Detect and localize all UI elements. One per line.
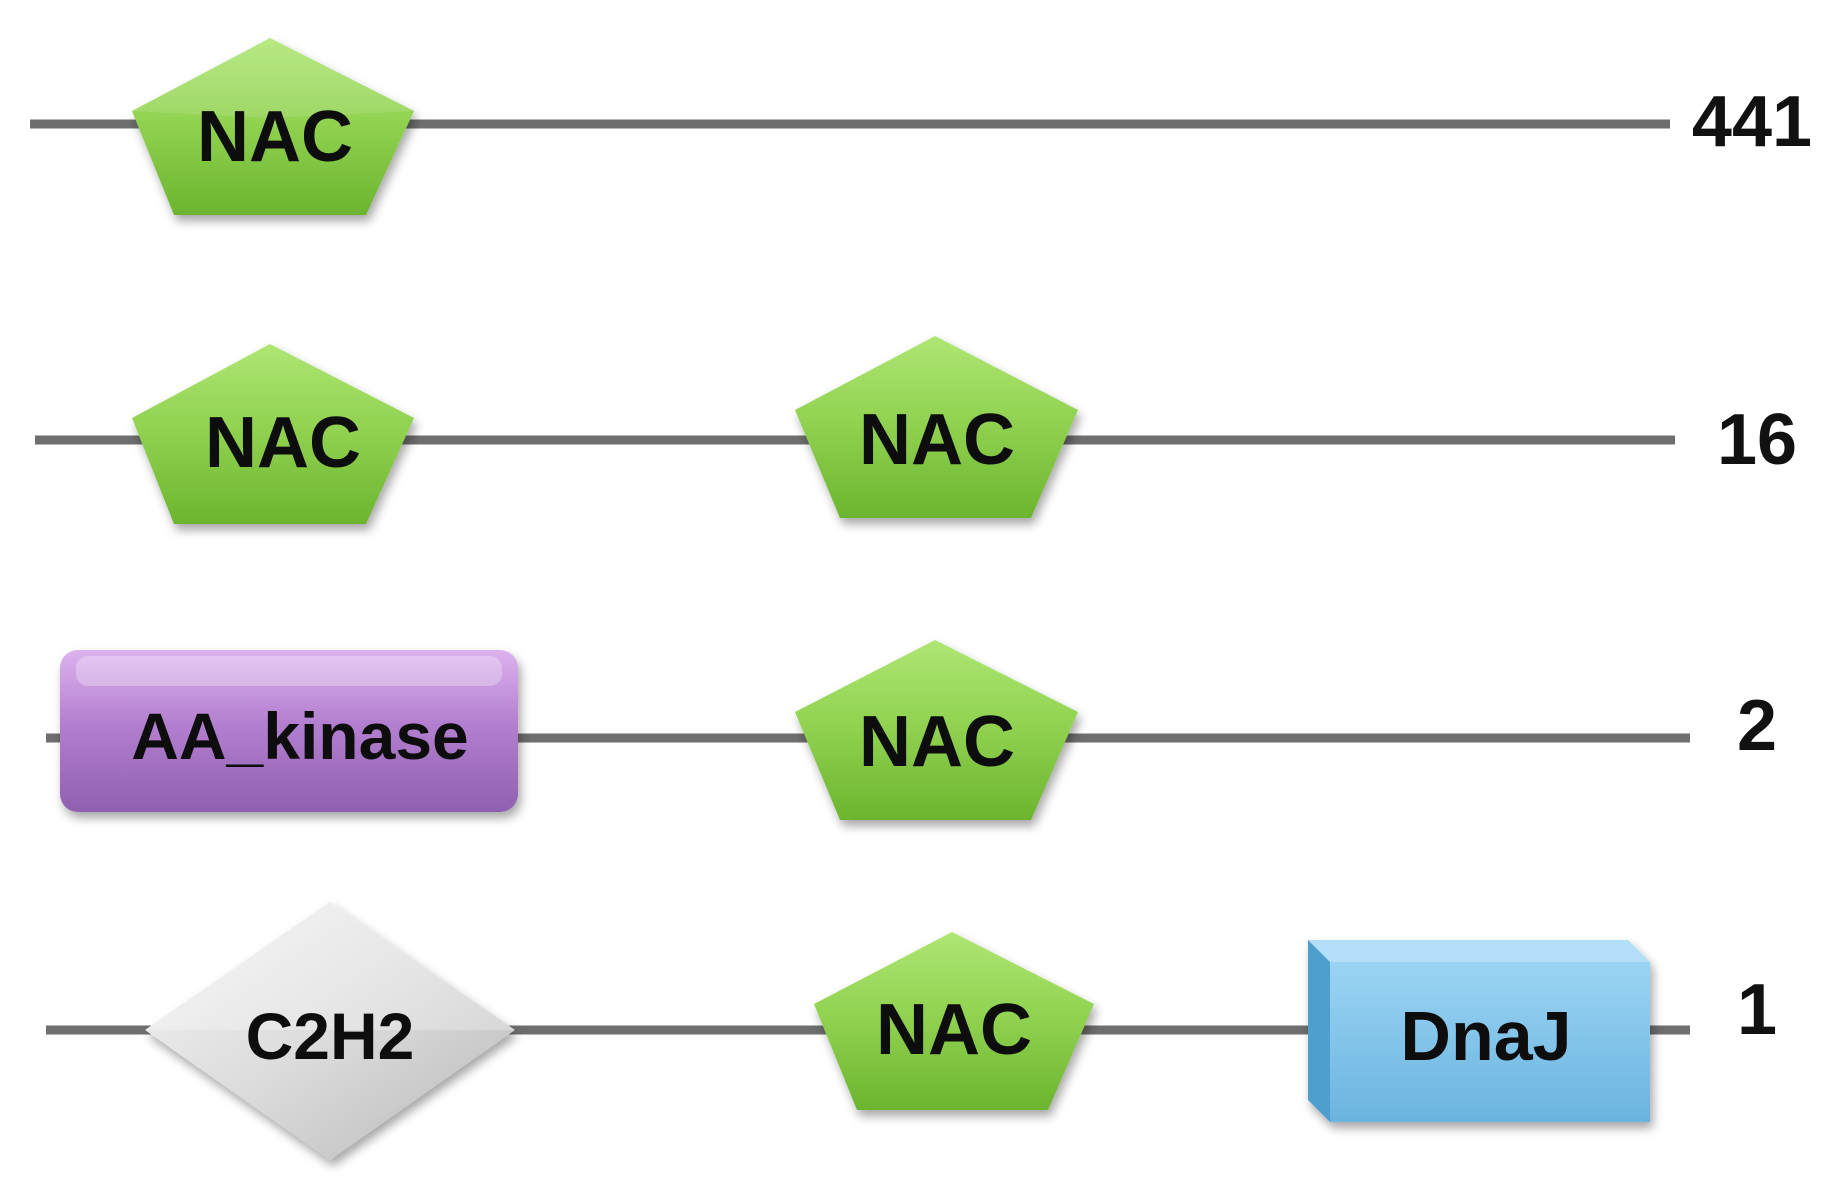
nac-domain-label: NAC [205,403,361,483]
dnaj-domain: DnaJ [1308,940,1650,1122]
architecture-row-2: NAC NAC 16 [35,336,1797,524]
architecture-row-3: AA_kinase NAC 2 [46,640,1777,820]
c2h2-domain-label: C2H2 [246,999,415,1073]
sequence-count: 2 [1737,686,1777,766]
nac-domain-label: NAC [859,702,1015,782]
architecture-row-1: NAC 441 [30,38,1812,215]
dnaj-domain-label: DnaJ [1400,997,1571,1075]
nac-domain-label: NAC [197,97,353,177]
sequence-count: 1 [1737,970,1777,1050]
architecture-row-4: C2H2 NAC DnaJ 1 [46,902,1777,1160]
aa-kinase-domain-label: AA_kinase [131,699,469,773]
nac-domain: NAC [795,336,1078,518]
nac-domain-label: NAC [876,990,1032,1070]
nac-domain: NAC [132,38,414,215]
nac-domain: NAC [132,344,414,524]
nac-domain: NAC [795,640,1078,820]
nac-domain: NAC [814,932,1094,1110]
nac-domain-label: NAC [859,400,1015,480]
sequence-count: 441 [1692,82,1812,162]
sequence-count: 16 [1717,400,1797,480]
aa-kinase-domain: AA_kinase [60,650,518,812]
c2h2-domain: C2H2 [145,902,515,1160]
